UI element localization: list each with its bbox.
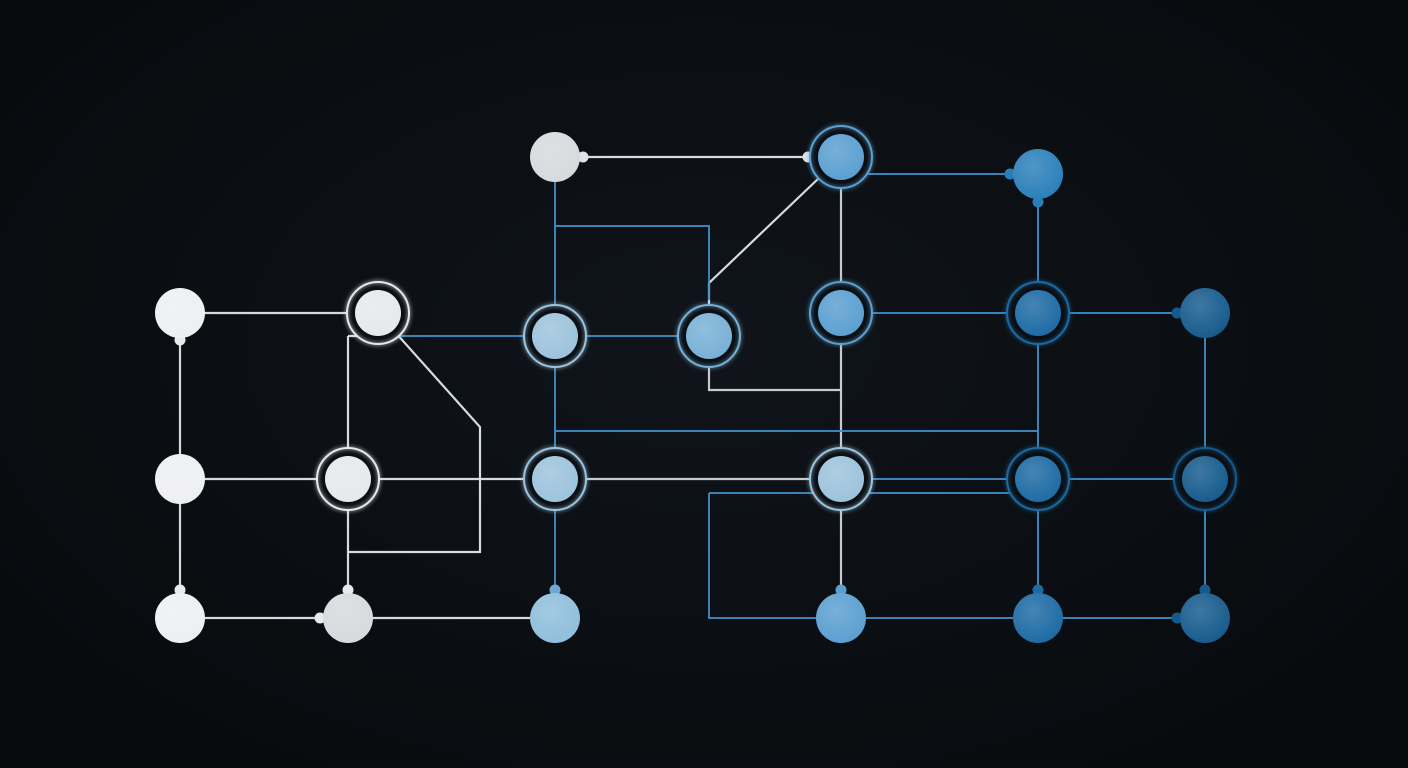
node-sheen (323, 593, 373, 643)
node-ring (523, 447, 587, 511)
graph-node (155, 454, 205, 504)
node-sheen (818, 134, 864, 180)
node-sheen (532, 456, 578, 502)
node-sheen (155, 454, 205, 504)
graph-node (809, 281, 873, 345)
connector-ports (174, 151, 1211, 624)
node-sheen (686, 313, 732, 359)
graph-node (677, 304, 741, 368)
graph-nodes (155, 125, 1237, 643)
node-ring (1006, 281, 1070, 345)
node-sheen (530, 593, 580, 643)
graph-node (316, 447, 380, 511)
node-sheen (1015, 456, 1061, 502)
node-sheen (1180, 593, 1230, 643)
node-sheen (532, 313, 578, 359)
graph-node (155, 593, 205, 643)
graph-node (1013, 149, 1063, 199)
graph-node (155, 288, 205, 338)
node-sheen (818, 456, 864, 502)
graph-node (809, 125, 873, 189)
connector-port (549, 584, 561, 596)
node-ring (809, 447, 873, 511)
graph-node (1013, 593, 1063, 643)
connector-port (342, 584, 354, 596)
node-sheen (1015, 290, 1061, 336)
connector-line (555, 225, 710, 300)
connector-port (1032, 584, 1044, 596)
graph-node (523, 447, 587, 511)
connector-port (314, 612, 326, 624)
connector-lines (178, 155, 1206, 620)
connector-port (1171, 307, 1183, 319)
graph-node (530, 593, 580, 643)
node-ring (809, 281, 873, 345)
graph-node (1173, 447, 1237, 511)
graph-node (1180, 593, 1230, 643)
node-sheen (818, 290, 864, 336)
node-sheen (1180, 288, 1230, 338)
node-sheen (355, 290, 401, 336)
node-ring (523, 304, 587, 368)
node-sheen (1013, 593, 1063, 643)
connector-port (1004, 168, 1016, 180)
graph-node (530, 132, 580, 182)
node-sheen (1182, 456, 1228, 502)
connector-port (174, 584, 186, 596)
node-sheen (155, 593, 205, 643)
node-sheen (816, 593, 866, 643)
connector-port (835, 584, 847, 596)
node-ring (1173, 447, 1237, 511)
node-sheen (325, 456, 371, 502)
node-ring (809, 125, 873, 189)
connector-port (1032, 196, 1044, 208)
connector-port (1199, 584, 1211, 596)
node-sheen (530, 132, 580, 182)
node-ring (677, 304, 741, 368)
node-sheen (155, 288, 205, 338)
connector-line (348, 312, 482, 554)
graph-node (816, 593, 866, 643)
connector-line (708, 493, 1205, 619)
graph-node (1006, 447, 1070, 511)
node-ring (316, 447, 380, 511)
graph-node (523, 304, 587, 368)
connector-port (577, 151, 589, 163)
graph-node (809, 447, 873, 511)
node-sheen (1013, 149, 1063, 199)
node-ring (1006, 447, 1070, 511)
graph-node (323, 593, 373, 643)
graph-node (346, 281, 410, 345)
graph-node (1006, 281, 1070, 345)
graph-node (1180, 288, 1230, 338)
node-ring (346, 281, 410, 345)
connector-port (1171, 612, 1183, 624)
